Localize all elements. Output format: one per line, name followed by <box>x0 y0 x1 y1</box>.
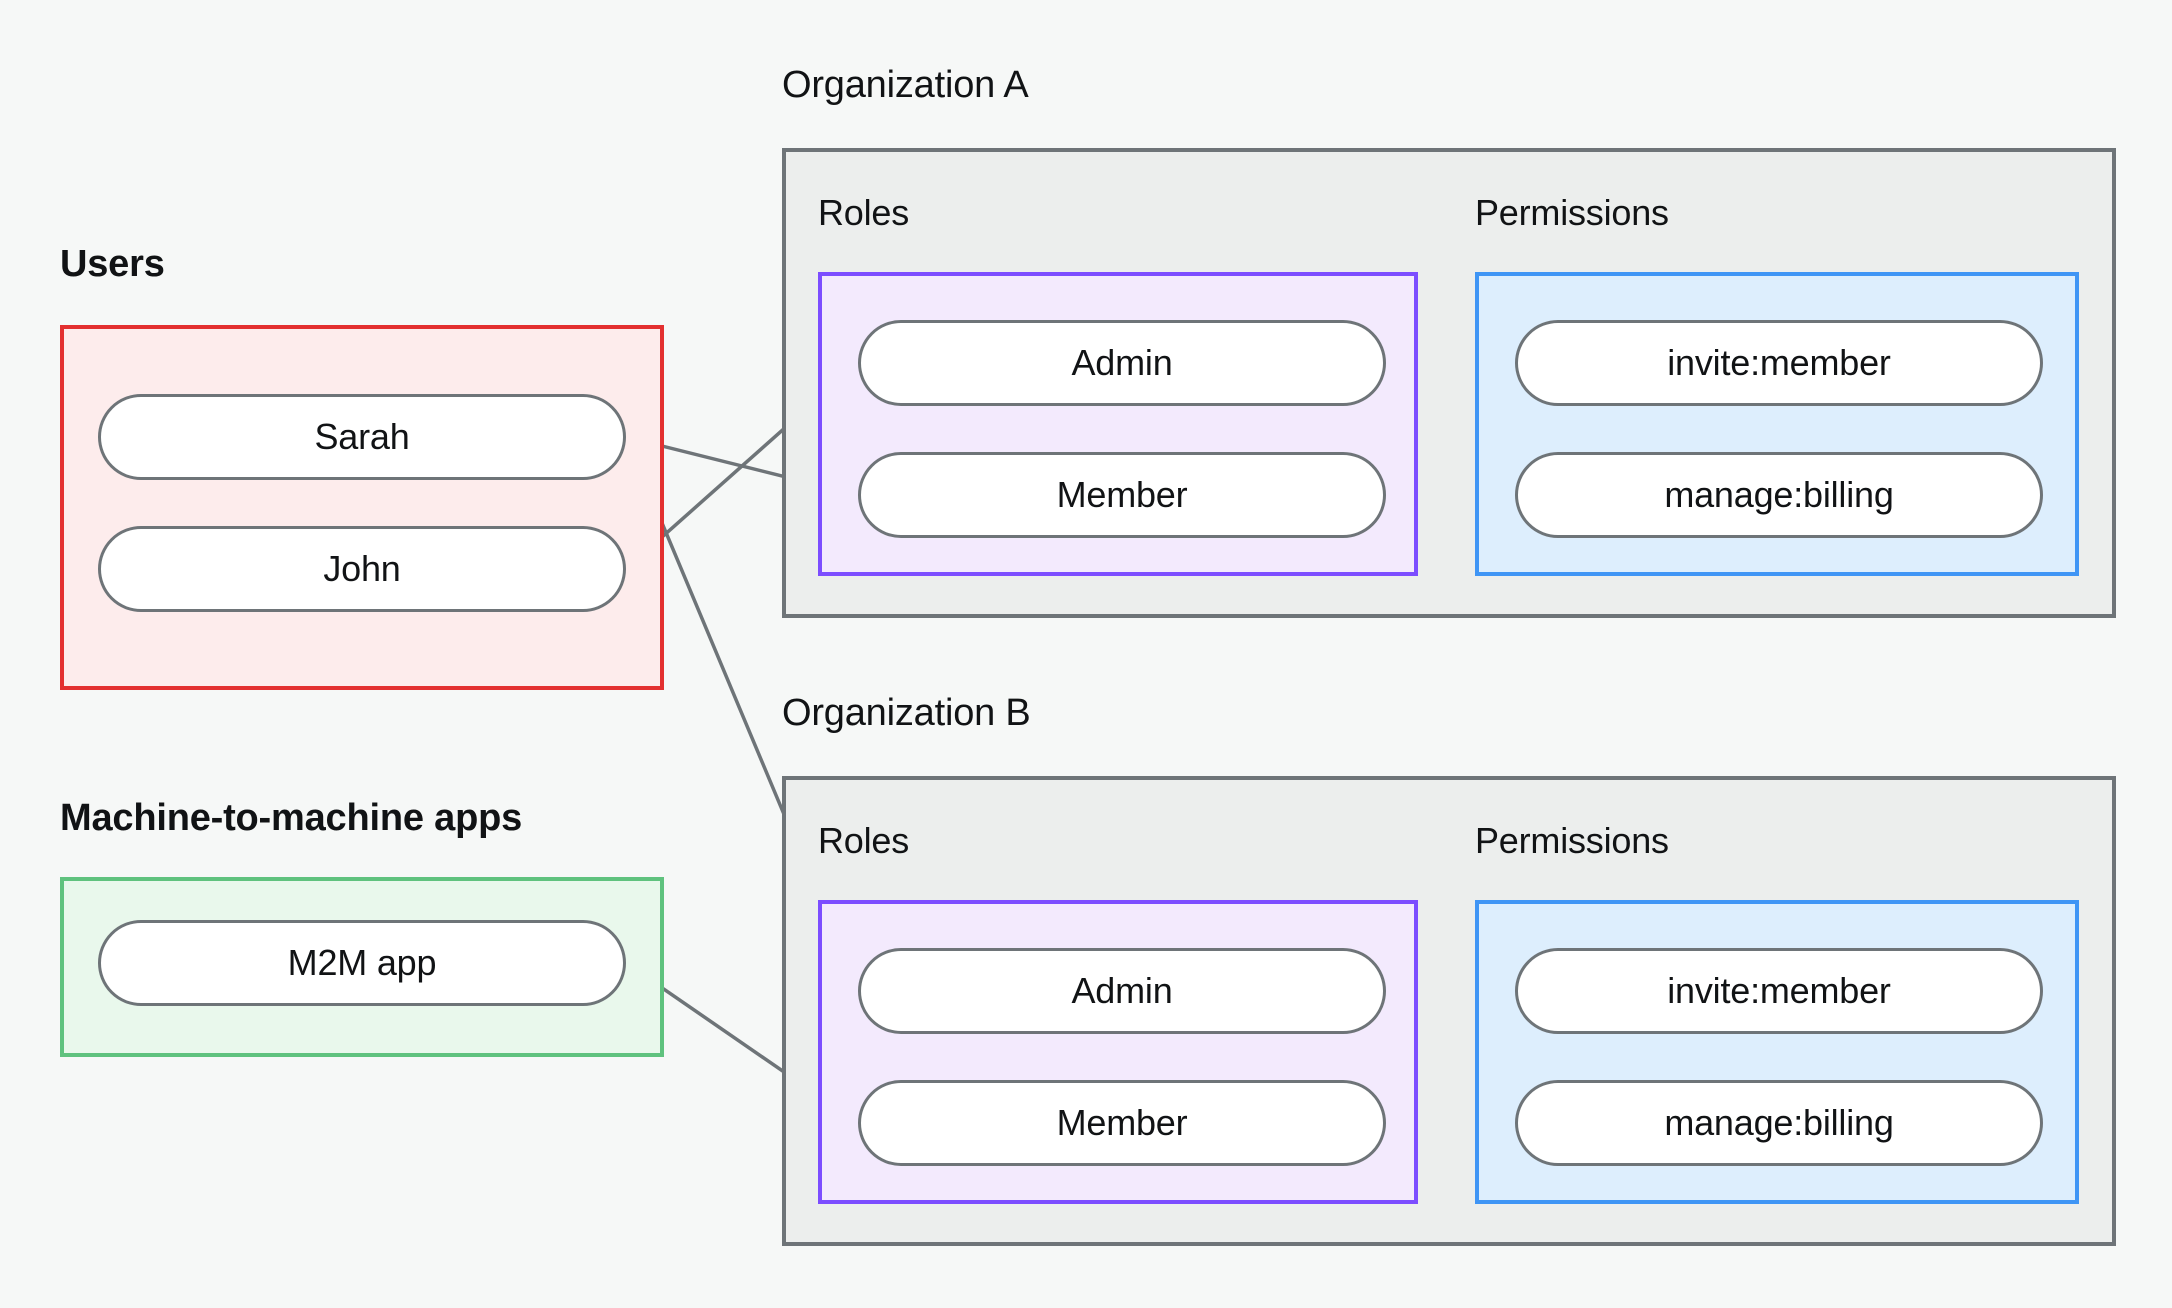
organization-a-roles-label: Roles <box>818 192 910 233</box>
organization-b-roles-label: Roles <box>818 820 910 861</box>
role-node-b-member[interactable]: Member <box>858 1080 1386 1166</box>
permission-node-b-invite-member[interactable]: invite:member <box>1515 948 2043 1034</box>
permission-node-a-manage-billing[interactable]: manage:billing <box>1515 452 2043 538</box>
role-node-a-member[interactable]: Member <box>858 452 1386 538</box>
organization-a-label: Organization A <box>782 64 1029 106</box>
users-container <box>60 325 664 690</box>
user-node-sarah[interactable]: Sarah <box>98 394 626 480</box>
organization-b-permissions-label: Permissions <box>1475 820 1669 861</box>
users-group-label: Users <box>60 243 165 285</box>
role-node-a-admin[interactable]: Admin <box>858 320 1386 406</box>
permission-node-b-manage-billing[interactable]: manage:billing <box>1515 1080 2043 1166</box>
organization-b-label: Organization B <box>782 692 1031 734</box>
m2m-group-label: Machine-to-machine apps <box>60 797 523 839</box>
organization-a-permissions-label: Permissions <box>1475 192 1669 233</box>
m2m-node-app[interactable]: M2M app <box>98 920 626 1006</box>
role-node-b-admin[interactable]: Admin <box>858 948 1386 1034</box>
user-node-john[interactable]: John <box>98 526 626 612</box>
permission-node-a-invite-member[interactable]: invite:member <box>1515 320 2043 406</box>
